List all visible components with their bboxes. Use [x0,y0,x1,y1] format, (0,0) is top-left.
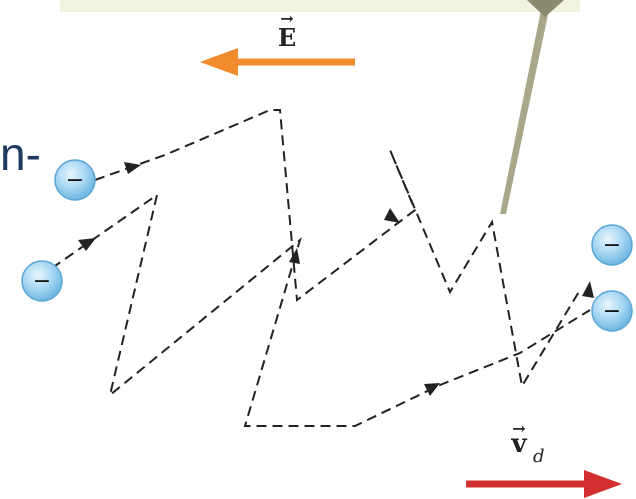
electron: − [591,224,633,266]
electron-sign: − [66,168,84,193]
electron-sign: − [603,233,621,258]
electron-sign: − [603,299,621,324]
drift-subscript: d [533,446,545,467]
top-banner [60,0,580,12]
electron-path-upper [94,109,581,389]
drift-vector-accent: → [512,419,525,438]
probe-tip [527,0,564,17]
path-direction-arrows [78,162,594,396]
electron-sign: − [33,269,51,294]
path-arrowhead [384,208,400,223]
slide-text-fragment: n- [0,128,41,180]
electron: − [21,260,63,302]
field-vector-accent: → [280,9,293,28]
drift-velocity-arrow [466,470,622,498]
path-arrowhead [582,281,594,298]
probe [500,0,564,214]
probe-stem [500,10,549,214]
path-arrowhead [124,162,141,174]
electron-path-lower [51,192,591,427]
electron: − [54,159,96,201]
electron: − [591,290,633,332]
electric-field-arrow [200,48,355,76]
path-arrowhead [78,238,96,251]
field-label: E [278,23,296,52]
drift-label: v [510,429,527,459]
path-arrowhead [289,248,300,264]
path-arrowhead [424,383,440,396]
